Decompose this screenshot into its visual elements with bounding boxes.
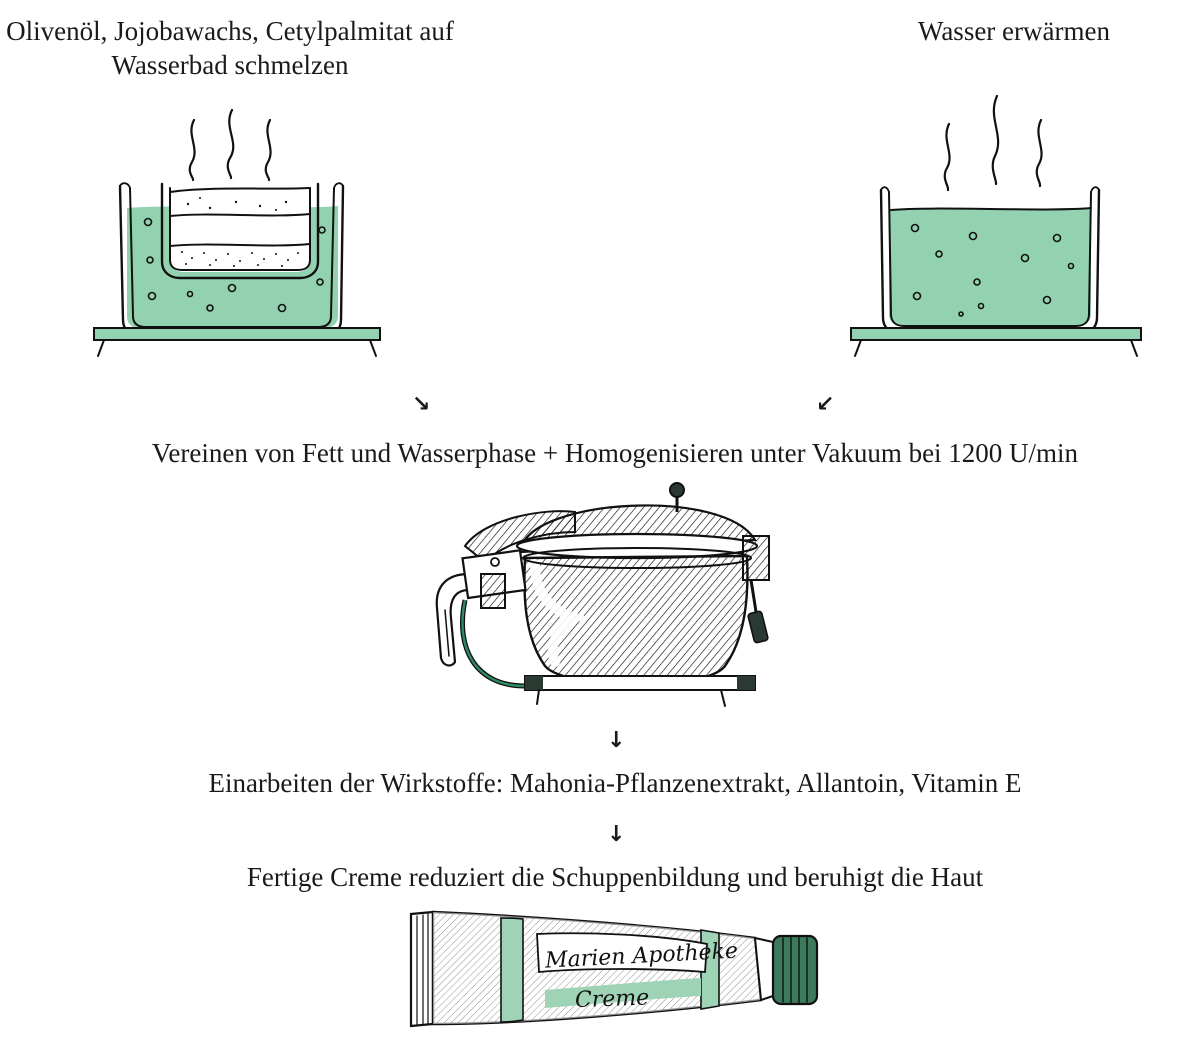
steam-icon bbox=[943, 94, 1043, 192]
step-actives-label: Einarbeiten der Wirkstoffe: Mahonia-Pfla… bbox=[208, 768, 1022, 798]
steam-icon bbox=[188, 108, 272, 182]
step-combine-label: Vereinen von Fett und Wasserphase + Homo… bbox=[151, 438, 1079, 468]
step-fat-phase-label: Olivenöl, Jojobawachs, Cetylpalmitat auf… bbox=[6, 16, 454, 80]
arrow-down-icon: ↓ bbox=[607, 822, 626, 847]
step-result-label: Fertige Creme reduziert die Schuppenbild… bbox=[246, 862, 984, 892]
arrow-down-right-icon: ↘ bbox=[412, 392, 431, 417]
vacuum-homogenizer-icon bbox=[435, 482, 770, 707]
step-water-phase-label: Wasser erwärmen bbox=[918, 16, 1110, 46]
arrow-down-icon: ↓ bbox=[607, 728, 626, 753]
arrow-down-left-icon: ↙ bbox=[816, 392, 835, 417]
hotplate-icon bbox=[850, 327, 1142, 357]
water-pot-icon bbox=[850, 94, 1142, 357]
water-bath-icon bbox=[93, 108, 381, 357]
cream-tube-icon: Marien Apotheke Creme bbox=[409, 910, 819, 1028]
tube-product-text: Creme bbox=[575, 985, 650, 1013]
hotplate-icon bbox=[93, 327, 381, 357]
